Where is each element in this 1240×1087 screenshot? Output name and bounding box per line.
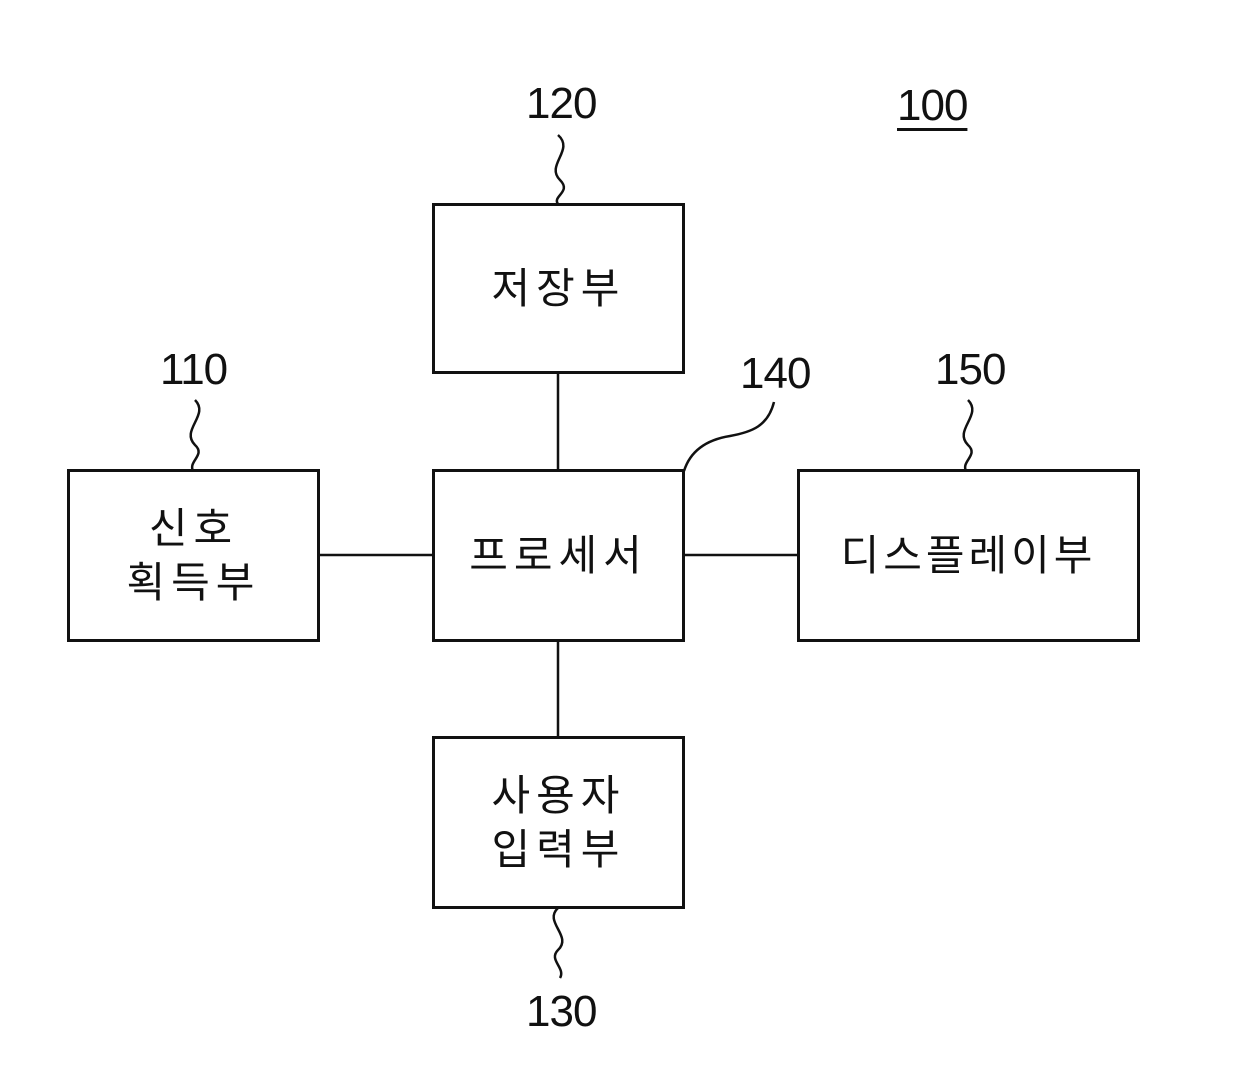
user-input-block: 사용자 입력부 bbox=[432, 736, 685, 909]
ref-label-140: 140 bbox=[740, 352, 810, 396]
ref-label-110: 110 bbox=[160, 348, 227, 392]
leader-110 bbox=[191, 400, 200, 471]
signal-acquisition-block: 신호 획득부 bbox=[67, 469, 320, 642]
processor-block: 프로세서 bbox=[432, 469, 685, 642]
leader-130 bbox=[554, 908, 563, 978]
storage-block: 저장부 bbox=[432, 203, 685, 374]
figure-reference: 100 bbox=[897, 84, 967, 128]
display-block: 디스플레이부 bbox=[797, 469, 1140, 642]
ref-label-150: 150 bbox=[935, 348, 1005, 392]
ref-label-130: 130 bbox=[526, 990, 596, 1034]
leader-120 bbox=[556, 135, 564, 204]
leader-150 bbox=[964, 400, 973, 471]
leader-140 bbox=[684, 402, 774, 471]
ref-label-120: 120 bbox=[526, 82, 596, 126]
